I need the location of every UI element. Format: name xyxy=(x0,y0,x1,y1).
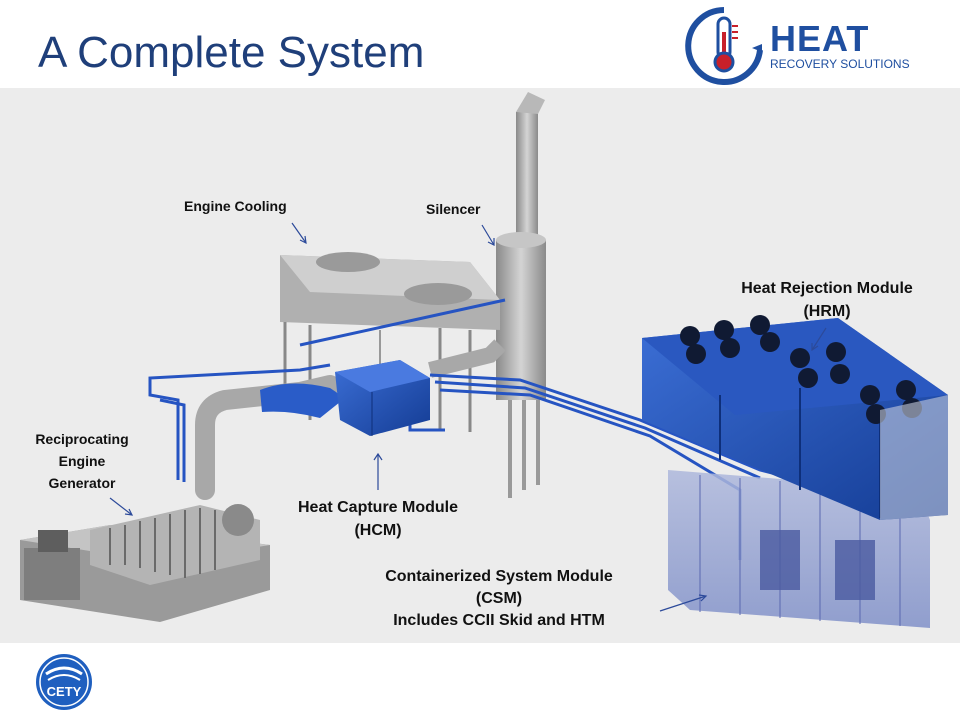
heat-capture-module-shape xyxy=(260,360,430,436)
hcm-label: Heat Capture Module (HCM) xyxy=(278,496,478,542)
silencer-stack xyxy=(496,92,546,498)
cety-logo-text: CETY xyxy=(47,684,82,699)
system-illustration xyxy=(20,92,948,628)
rec-engine-line1: Reciprocating xyxy=(35,431,129,447)
heat-rejection-module-shape xyxy=(642,315,948,520)
csm-label: Containerized System Module (CSM) Includ… xyxy=(358,566,640,632)
cety-logo: CETY xyxy=(34,652,94,712)
logo-subtitle: RECOVERY SOLUTIONS xyxy=(770,57,910,71)
reciprocating-engine-generator-label: Reciprocating Engine Generator xyxy=(20,428,144,494)
csm-label-line2: (CSM) xyxy=(475,590,523,607)
rec-engine-line3: Generator xyxy=(48,475,116,491)
label-arrows xyxy=(109,222,827,612)
csm-label-line1: Containerized System Module xyxy=(385,568,613,585)
thermometer-icon xyxy=(685,7,763,85)
hcm-label-line2: (HCM) xyxy=(354,522,402,539)
hcm-label-line1: Heat Capture Module xyxy=(297,499,458,516)
heat-recovery-logo: HEAT RECOVERY SOLUTIONS xyxy=(684,4,924,86)
engine-cooling-label: Engine Cooling xyxy=(184,198,287,214)
cety-logo-icon: CETY xyxy=(36,654,92,710)
page-title: A Complete System xyxy=(38,28,425,77)
coolant-piping xyxy=(148,298,801,560)
hrm-label-line1: Heat Rejection Module xyxy=(741,280,913,297)
rec-engine-line2: Engine xyxy=(58,453,106,469)
logo-heat-text: HEAT xyxy=(770,18,870,59)
exhaust-pipe xyxy=(195,375,340,500)
hrm-label: Heat Rejection Module (HRM) xyxy=(722,277,932,323)
engine-cooling-radiator xyxy=(280,252,500,432)
engine-generator xyxy=(20,504,270,622)
system-diagram xyxy=(0,88,960,643)
csm-label-line3: Includes CCII Skid and HTM xyxy=(393,612,605,629)
hrm-label-line2: (HRM) xyxy=(803,303,851,320)
silencer-label: Silencer xyxy=(426,201,481,217)
